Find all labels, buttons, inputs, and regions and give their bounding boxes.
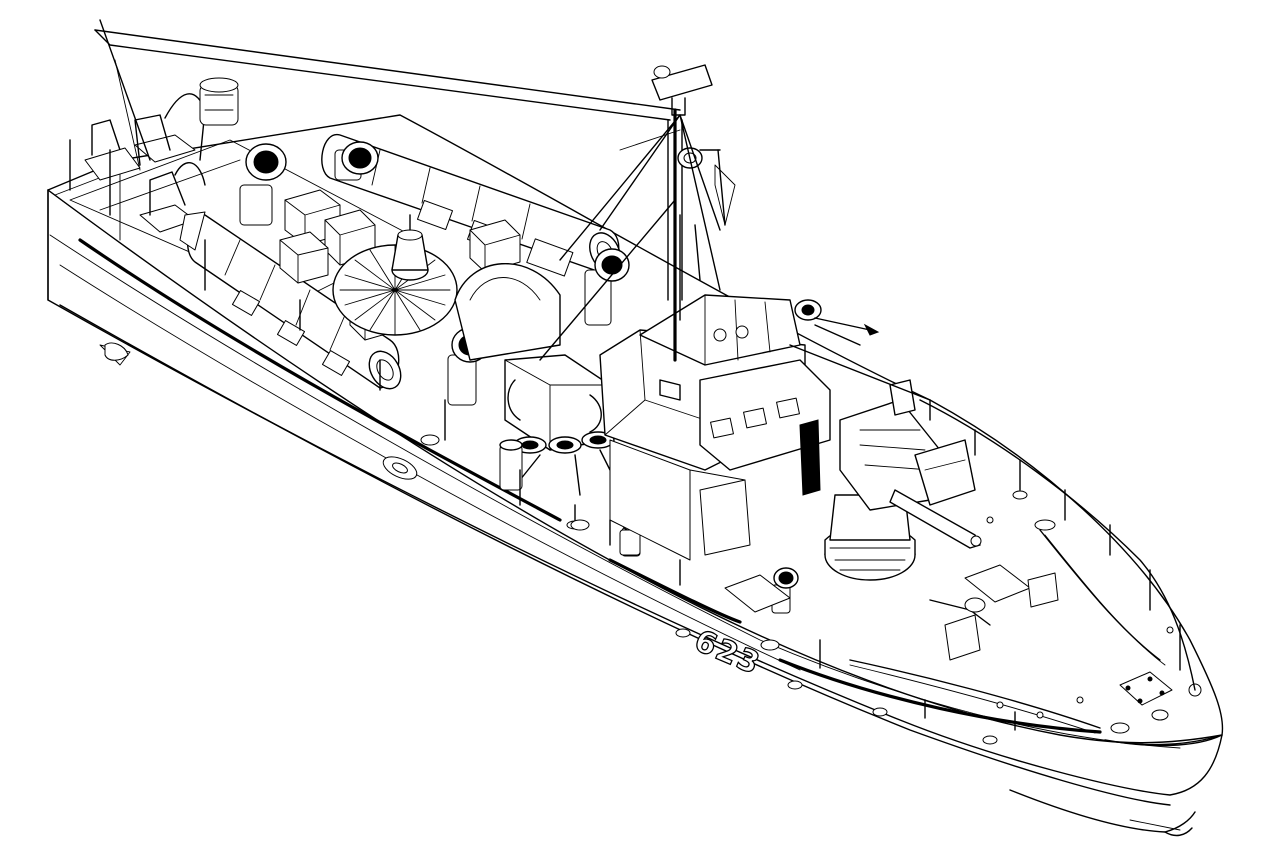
foredeck	[420, 434, 1202, 745]
bridge	[599, 294, 831, 561]
anchor-line	[849, 659, 1101, 729]
keel-line	[59, 304, 1171, 806]
bow-forefoot	[1009, 789, 1196, 833]
gun-barrel	[889, 489, 981, 549]
radar-dome	[651, 64, 713, 101]
guard-rail	[204, 239, 1196, 731]
fore-gun-mount	[799, 379, 982, 581]
flag-staff	[99, 19, 151, 161]
ventilator-cowl-icon	[239, 143, 287, 226]
gun-tub-mid	[332, 214, 458, 336]
searchlight	[794, 299, 880, 346]
ventilator-cowl-icon	[334, 141, 379, 181]
mast	[539, 64, 736, 362]
running-gear	[104, 342, 129, 361]
charthouse-dome	[454, 262, 561, 361]
torpedo-tube-port	[179, 211, 402, 390]
rub-rail	[78, 238, 562, 522]
ventilator-cowl-icon	[584, 248, 630, 326]
lifeline-aft	[94, 29, 681, 111]
